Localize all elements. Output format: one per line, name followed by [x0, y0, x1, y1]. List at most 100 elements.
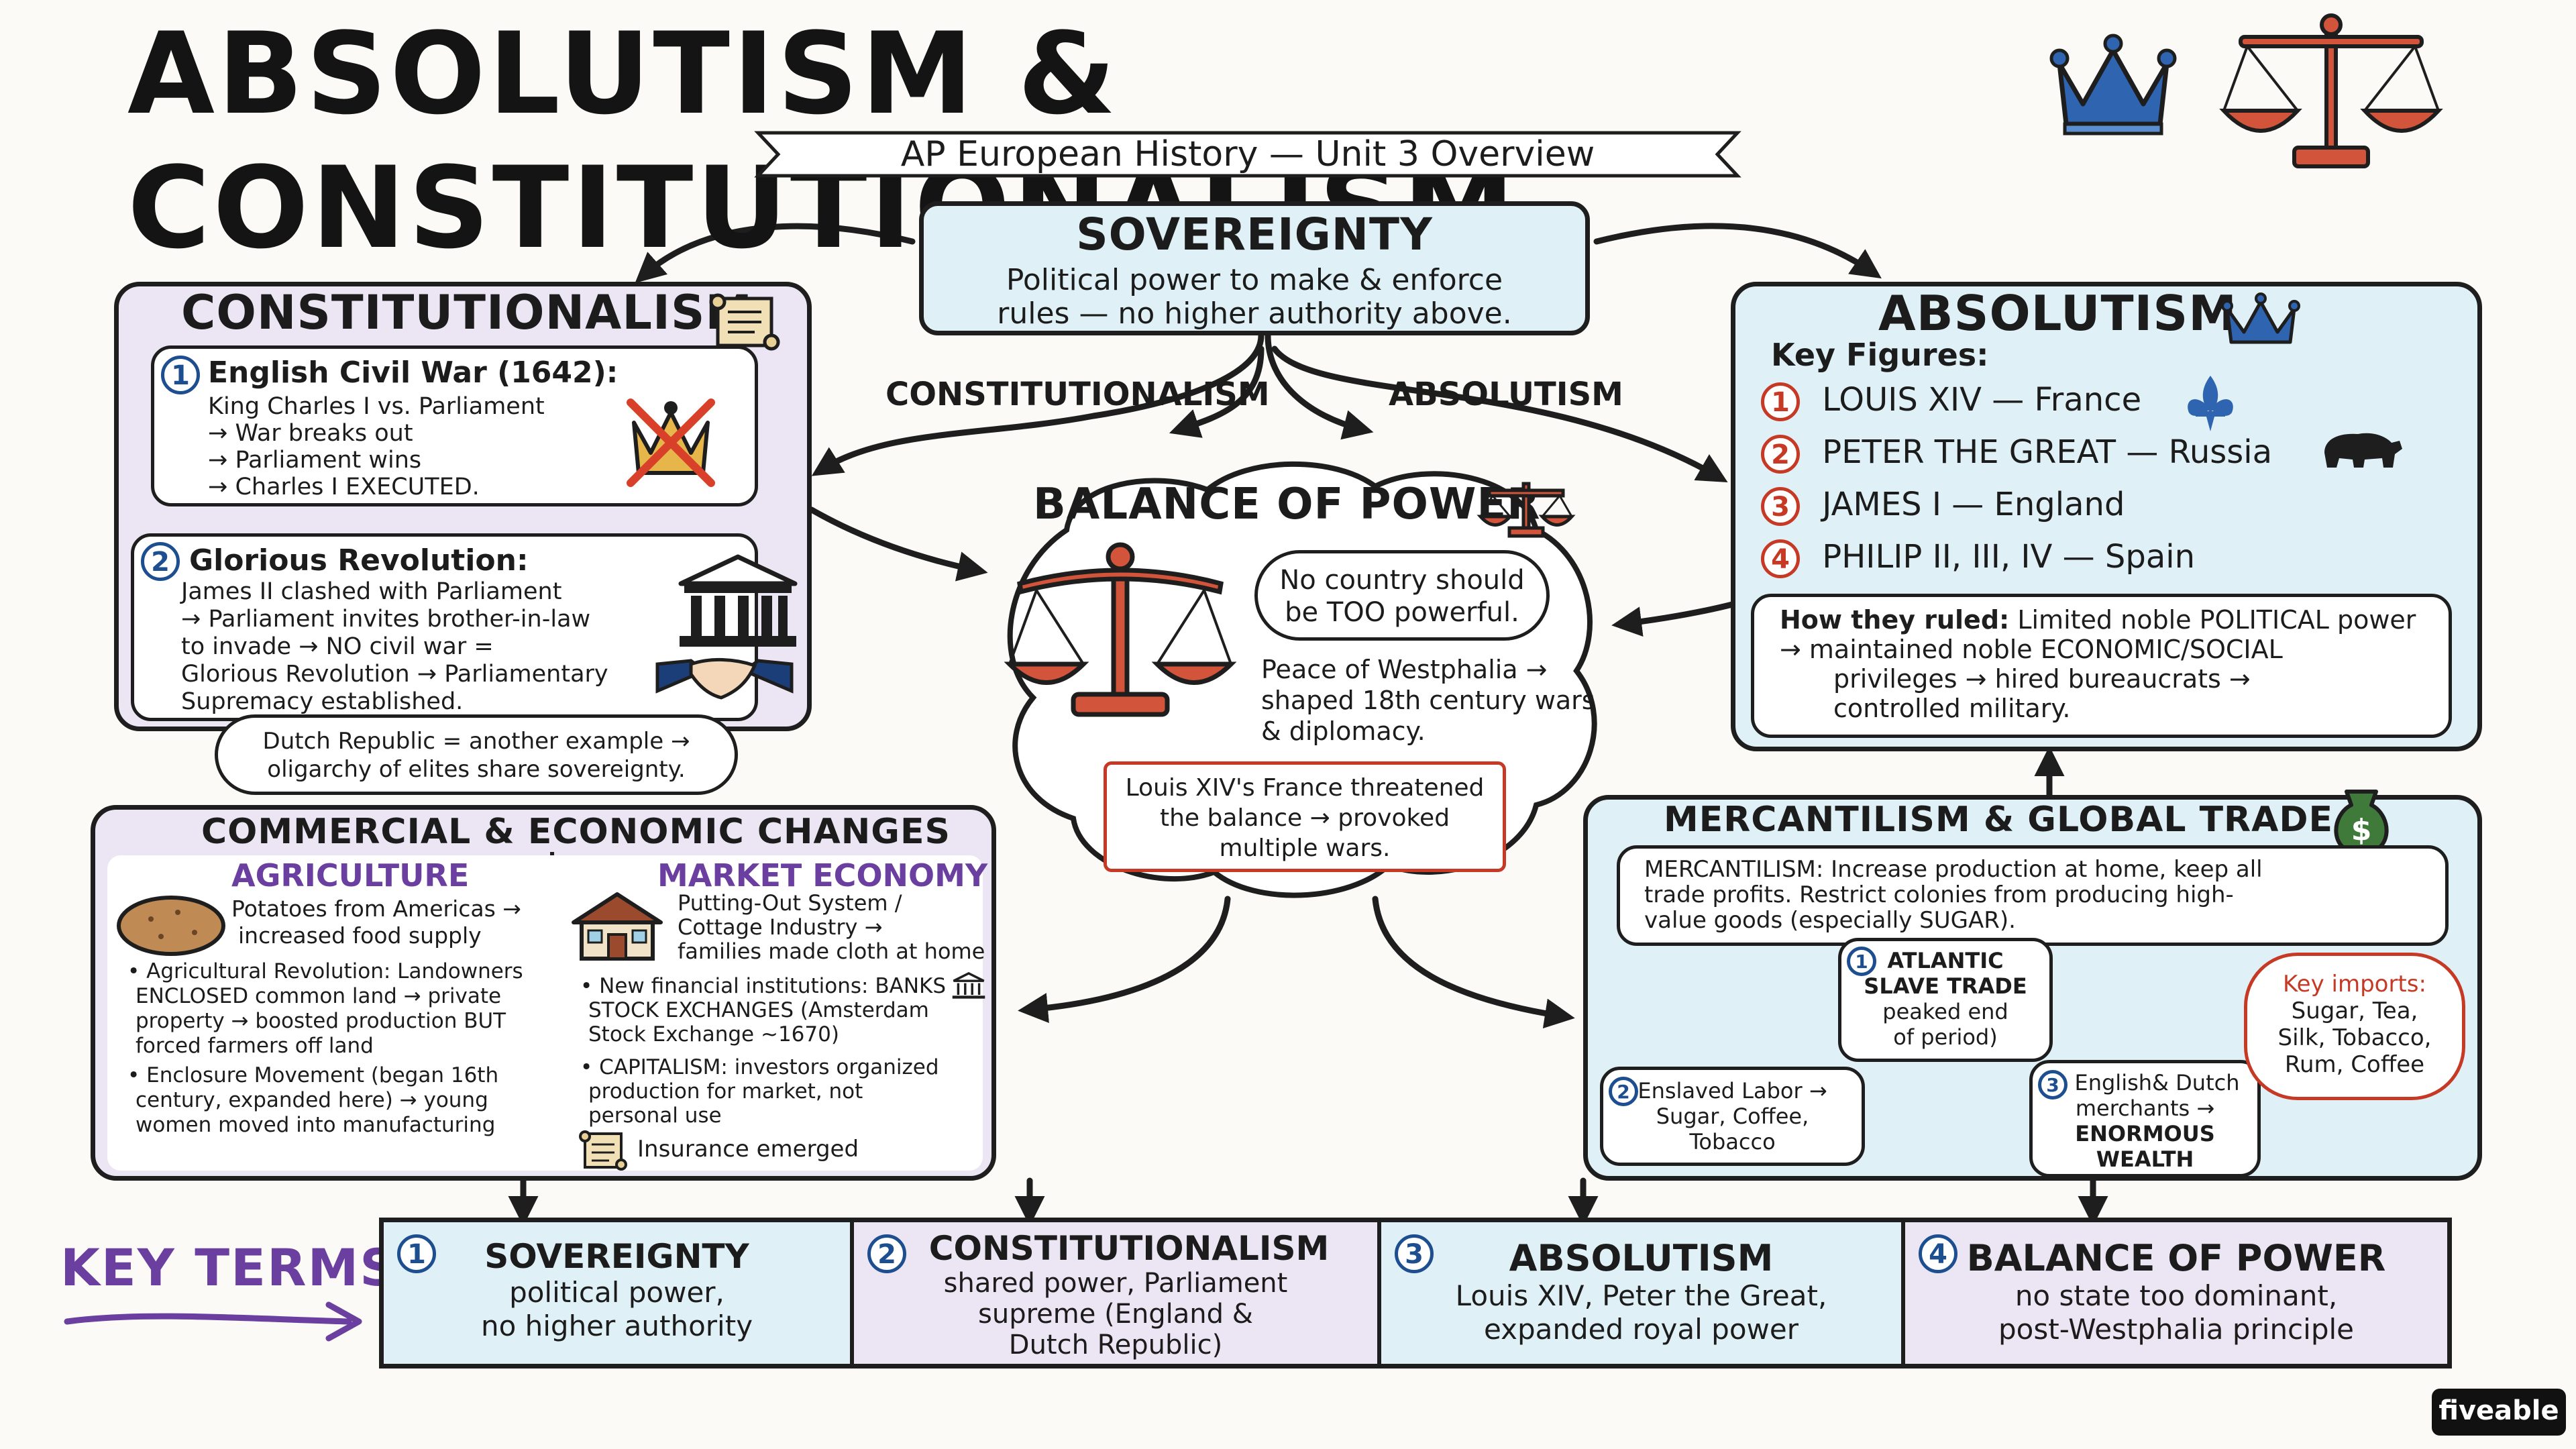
- westphalia-line: Peace of Westphalia →: [1261, 655, 1548, 684]
- enslaved-line: Tobacco: [1689, 1129, 1776, 1155]
- balance-bubble: No country should be TOO powerful.: [1254, 550, 1550, 641]
- enslaved-labor-card: 2 Enslaved Labor → Sugar, Coffee, Tobacc…: [1600, 1067, 1865, 1166]
- atlantic-line: ATLANTIC: [1887, 948, 2004, 973]
- louis-line: the balance → provoked: [1159, 804, 1450, 832]
- banner-outline: [754, 131, 1741, 178]
- key-terms-label: KEY TERMS: [60, 1238, 398, 1297]
- ag-revolution-text: • Agricultural Revolution: Landowners EN…: [127, 959, 523, 1059]
- insurance-text: Insurance emerged: [637, 1136, 859, 1163]
- balance-title: BALANCE OF POWER: [1033, 480, 1541, 529]
- merchants-line: WEALTH: [2096, 1146, 2194, 1172]
- term-title: CONSTITUTIONALISM: [928, 1229, 1330, 1268]
- ruled-text: Limited noble POLITICAL power: [2017, 605, 2416, 635]
- key-imports-callout: Key imports: Sugar, Tea, Silk, Tobacco, …: [2244, 953, 2465, 1100]
- capitalism-line: production for market, not: [588, 1079, 863, 1104]
- glorious-number: 2: [141, 542, 180, 581]
- crossed-out-crown-icon: [627, 398, 715, 487]
- potatoes-line: increased food supply: [238, 922, 482, 949]
- mercantilism-title: MERCANTILISM & GLOBAL TRADE: [1664, 800, 2334, 840]
- glorious-line: → Parliament invites brother-in-law: [181, 606, 591, 633]
- branch-label-absolutism: ABSOLUTISM: [1389, 376, 1623, 413]
- glorious-title: Glorious Revolution:: [189, 543, 529, 578]
- putting-out-line: Cottage Industry →: [678, 914, 883, 940]
- westphalia-line: & diplomacy.: [1261, 716, 1426, 746]
- number-badge: 1: [1847, 947, 1876, 976]
- page-title: ABSOLUTISM & CONSTITUTIONALISM: [127, 8, 1518, 274]
- fiveable-logo: fiveable: [2432, 1389, 2566, 1436]
- key-figure-item: 4 PHILIP II, III, IV — Spain: [1761, 533, 2365, 585]
- civil-war-line: → Parliament wins: [208, 447, 422, 474]
- crown-icon: [2221, 292, 2300, 344]
- key-figures-label: Key Figures:: [1771, 337, 1989, 373]
- ruled-line: How they ruled: Limited noble POLITICAL …: [1780, 605, 2449, 635]
- atlantic-line: peaked end: [1882, 999, 2008, 1024]
- crown-icon: [2049, 34, 2177, 136]
- key-figure-text: PETER THE GREAT — Russia: [1822, 433, 2272, 471]
- enslaved-line: Sugar, Coffee,: [1656, 1104, 1809, 1129]
- merchants-card: 3 English& Dutch merchants → ENORMOUS WE…: [2029, 1060, 2261, 1177]
- sovereignty-line: Political power to make & enforce: [1006, 263, 1503, 297]
- term-line: expanded royal power: [1484, 1313, 1799, 1346]
- ag-rev-line: • Agricultural Revolution: Landowners: [127, 959, 523, 983]
- cottage-icon: [572, 892, 663, 961]
- putting-out-line: Putting-Out System /: [678, 890, 902, 916]
- number-badge: 3: [1761, 487, 1800, 526]
- key-figure-text: PHILIP II, III, IV — Spain: [1822, 538, 2195, 576]
- enclosure-line: women moved into manufacturing: [136, 1113, 496, 1137]
- term-line: post-Westphalia principle: [1998, 1313, 2354, 1346]
- ag-rev-line: ENCLOSED common land → private: [136, 984, 502, 1008]
- bank-icon: [952, 971, 985, 999]
- term-line: no higher authority: [480, 1309, 753, 1342]
- number-badge: 3: [1395, 1234, 1434, 1273]
- large-scales-icon: [1004, 542, 1237, 717]
- key-terms-strip: 1 SOVEREIGNTY political power, no higher…: [379, 1218, 2452, 1368]
- fleur-de-lis-icon: [2188, 376, 2233, 431]
- civil-war-line: → War breaks out: [208, 420, 413, 447]
- imports-line: Sugar, Tea,: [2291, 998, 2418, 1024]
- how-they-ruled-box: How they ruled: Limited noble POLITICAL …: [1751, 594, 2452, 738]
- potatoes-text: Potatoes from Americas → increased food …: [231, 896, 521, 949]
- glorious-lines: James II clashed with Parliament → Parli…: [181, 578, 608, 716]
- dutch-line: oligarchy of elites share sovereignty.: [267, 756, 686, 783]
- civil-war-line: King Charles I vs. Parliament: [208, 393, 545, 420]
- civil-war-line: → Charles I EXECUTED.: [208, 474, 480, 500]
- constitutionalism-title: CONSTITUTIONALISM: [181, 285, 753, 340]
- capitalism-line: • CAPITALISM: investors organized: [580, 1055, 939, 1079]
- number-badge: 2: [1609, 1077, 1638, 1106]
- civil-war-number: 1: [161, 356, 200, 394]
- subtitle-banner: AP European History — Unit 3 Overview: [751, 127, 1744, 181]
- imports-line: Key imports:: [2283, 971, 2426, 998]
- key-term-constitutionalism: 2 CONSTITUTIONALISM shared power, Parlia…: [854, 1222, 1381, 1364]
- putting-out-line: families made cloth at home: [678, 938, 985, 964]
- sovereignty-box: SOVEREIGNTY Political power to make & en…: [919, 201, 1590, 335]
- glorious-line: Supremacy established.: [181, 688, 464, 715]
- mercantilism-definition-box: MERCANTILISM: Increase production at hom…: [1617, 845, 2449, 946]
- glorious-line: James II clashed with Parliament: [181, 578, 562, 605]
- sovereignty-definition: Political power to make & enforce rules …: [924, 264, 1585, 331]
- term-number: 4: [1919, 1234, 1957, 1273]
- financial-line: STOCK EXCHANGES (Amsterdam: [588, 998, 929, 1022]
- term-title: ABSOLUTISM: [1509, 1237, 1774, 1279]
- number-badge: 4: [1761, 539, 1800, 578]
- key-figure-item: 2 PETER THE GREAT — Russia: [1761, 428, 2365, 480]
- imports-line: Silk, Tobacco,: [2277, 1024, 2432, 1051]
- branch-label-constitutionalism: CONSTITUTIONALISM: [885, 376, 1270, 413]
- scales-icon: [2219, 13, 2443, 168]
- scroll-icon: [709, 293, 780, 351]
- sovereignty-line: rules — no higher authority above.: [997, 297, 1512, 331]
- term-desc: political power, no higher authority: [384, 1276, 850, 1343]
- merc-def-line: trade profits. Restrict colonies from pr…: [1644, 881, 2234, 908]
- atlantic-number: 1: [1847, 947, 1876, 976]
- agriculture-title: AGRICULTURE: [231, 857, 470, 894]
- key-terms-arrow: [64, 1301, 362, 1342]
- key-figure-text: LOUIS XIV — France: [1822, 381, 2142, 419]
- ruled-line: controlled military.: [1833, 694, 2071, 723]
- ruled-line: privileges → hired bureaucrats →: [1833, 664, 2251, 694]
- civil-war-title: English Civil War (1642):: [208, 356, 619, 390]
- number-badge: 4: [1919, 1234, 1957, 1273]
- term-desc: shared power, Parliament supreme (Englan…: [854, 1268, 1377, 1360]
- key-figures-list: 1 LOUIS XIV — France 2 PETER THE GREAT —…: [1761, 376, 2365, 585]
- term-desc: no state too dominant, post-Westphalia p…: [1905, 1279, 2447, 1346]
- atlantic-slave-trade-card: 1 ATLANTIC SLAVE TRADE peaked end of per…: [1838, 938, 2053, 1062]
- key-figure-text: JAMES I — England: [1822, 486, 2125, 523]
